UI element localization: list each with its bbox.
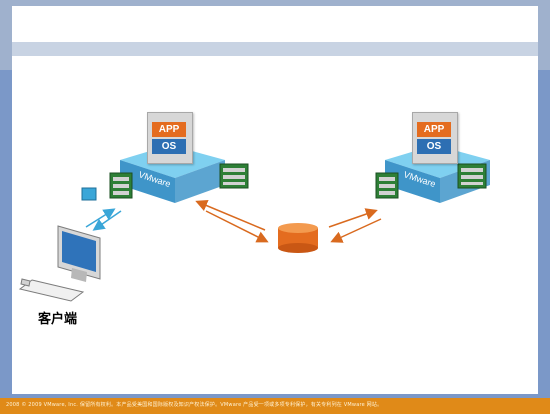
app-os-stack-right: APP OS bbox=[412, 112, 458, 164]
app-label: APP bbox=[152, 122, 186, 137]
header-divider bbox=[12, 42, 538, 56]
os-label: OS bbox=[417, 139, 451, 154]
app-os-stack-left: APP OS bbox=[147, 112, 193, 164]
host-to-client-arrow bbox=[92, 210, 122, 231]
network-card-icon bbox=[457, 163, 487, 189]
network-packet-icon bbox=[81, 187, 97, 201]
os-label: OS bbox=[152, 139, 186, 154]
desktop-computer-icon bbox=[18, 225, 101, 302]
client-to-host-arrow bbox=[85, 208, 116, 228]
left-host-to-storage-arrow bbox=[205, 210, 269, 243]
network-card-icon bbox=[109, 172, 133, 199]
storage-to-left-host-arrow bbox=[195, 199, 266, 231]
storage-to-right-host-arrow bbox=[328, 208, 378, 228]
client-label: 客户端 bbox=[38, 312, 78, 327]
network-card-icon bbox=[375, 172, 399, 199]
footer-bar: 2008 © 2009 VMware, Inc. 保留所有权利。本产品受美国和国… bbox=[0, 398, 550, 414]
footer-copyright: 2008 © 2009 VMware, Inc. 保留所有权利。本产品受美国和国… bbox=[6, 402, 383, 408]
database-cylinder-icon bbox=[278, 223, 318, 253]
right-host-to-storage-arrow bbox=[330, 218, 382, 243]
host-right: APP OS bbox=[380, 112, 490, 212]
network-card-icon bbox=[219, 163, 249, 189]
header-panel bbox=[12, 6, 538, 42]
host-left: APP OS bbox=[115, 112, 225, 212]
app-label: APP bbox=[417, 122, 451, 137]
